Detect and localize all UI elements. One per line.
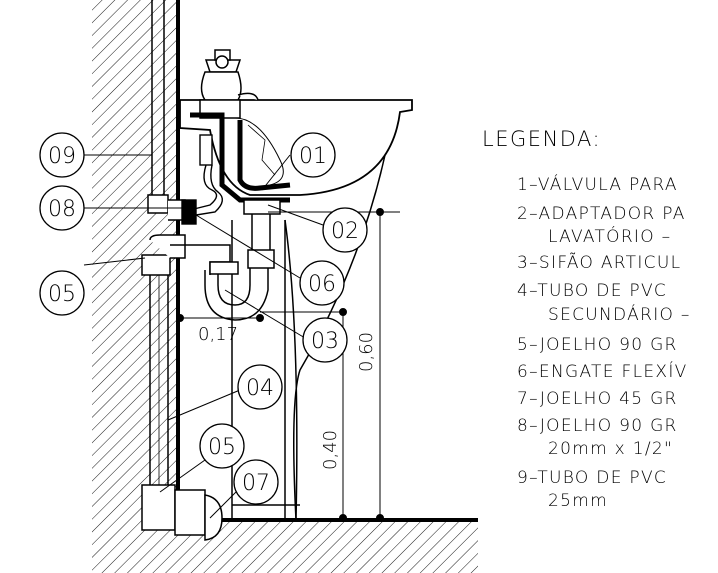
callout-01-label: 01 (299, 144, 327, 169)
legend-line-7: 6–ENGATE FLEXÍV (517, 360, 688, 382)
callout-08: 08 (39, 185, 85, 231)
callout-05a: 05 (39, 270, 85, 316)
callout-06: 06 (299, 260, 345, 306)
dimension-lines (176, 208, 400, 522)
callout-03-label: 03 (311, 329, 339, 354)
dim-vertical-tall-label: 0,60 (356, 332, 377, 372)
callout-08-label: 08 (48, 197, 76, 222)
legend-line-11: 9–TUBO DE PVC (517, 468, 667, 488)
callout-05b-label: 05 (208, 435, 236, 460)
callout-09: 09 (39, 132, 85, 178)
callouts: 09 08 05 01 02 06 03 04 05 07 (39, 132, 368, 505)
legend-line-10: 20mm x 1/2" (548, 439, 673, 459)
leader-lines (83, 154, 324, 519)
dim-horizontal-label: 0,17 (198, 324, 238, 345)
legend-line-9: 8–JOELHO 90 GR (517, 416, 678, 436)
legend-line-2: LAVATÓRIO – (548, 225, 671, 247)
callout-07-label: 07 (242, 471, 270, 496)
callout-05b: 05 (199, 423, 245, 469)
flexible-hose (181, 134, 223, 225)
legend-line-0: 1–VÁLVULA PARA (517, 173, 678, 195)
callout-02: 02 (322, 207, 368, 253)
dim-vertical-short-label: 0,40 (320, 430, 341, 470)
callout-07: 07 (233, 459, 279, 505)
callout-05a-label: 05 (48, 282, 76, 307)
legend-line-4: 4–TUBO DE PVC (517, 281, 667, 301)
callout-09-label: 09 (48, 144, 76, 169)
legend: LEGENDA: 1–VÁLVULA PARA 2–ADAPTADOR PA L… (482, 127, 691, 511)
callout-01: 01 (290, 132, 336, 178)
callout-04-label: 04 (246, 376, 274, 401)
legend-line-5: SECUNDÁRIO – (548, 303, 691, 325)
callout-04: 04 (237, 364, 283, 410)
bottom-elbows (141, 484, 223, 541)
legend-line-1: 2–ADAPTADOR PA (517, 204, 686, 224)
legend-title: LEGENDA: (482, 127, 601, 151)
legend-line-12: 25mm (548, 491, 608, 511)
faucet (199, 49, 259, 119)
legend-line-8: 7–JOELHO 45 GR (517, 389, 678, 409)
callout-02-label: 02 (331, 219, 359, 244)
legend-line-3: 3–SIFÃO ARTICUL (517, 252, 681, 273)
legend-line-6: 5–JOELHO 90 GR (517, 335, 678, 355)
callout-06-label: 06 (308, 272, 336, 297)
floor-hatch (178, 520, 478, 573)
callout-03: 03 (302, 317, 348, 363)
siphon (204, 199, 281, 321)
